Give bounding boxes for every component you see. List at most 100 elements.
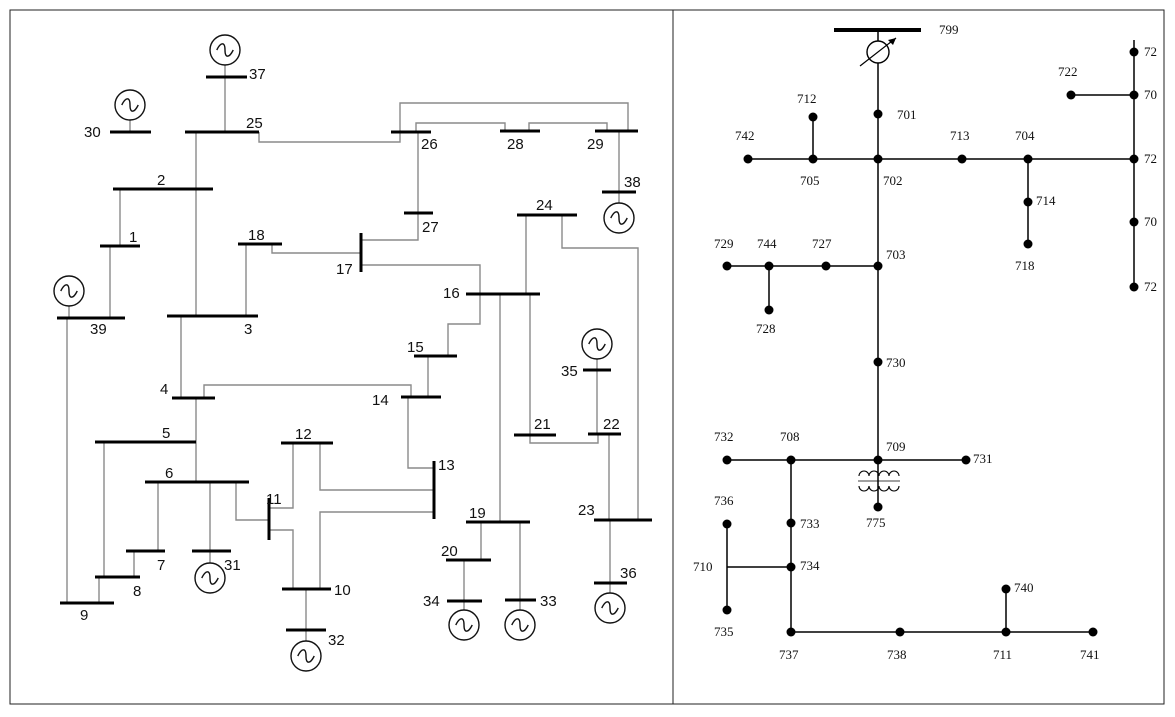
bus-2-label: 2 xyxy=(157,172,165,189)
bus-8-label: 8 xyxy=(133,583,141,600)
node-704-dot xyxy=(1023,154,1033,164)
node-705-dot xyxy=(808,154,818,164)
sine-wave-icon xyxy=(297,649,315,663)
bus-22-label: 22 xyxy=(603,416,620,433)
node-703-label: 703 xyxy=(886,247,906,262)
bus-10-label: 10 xyxy=(334,582,351,599)
sine-wave-icon xyxy=(121,98,139,112)
bus-7-label: 7 xyxy=(157,557,165,574)
bus-27-label: 27 xyxy=(422,219,439,236)
node-708-label: 708 xyxy=(780,429,800,444)
node-737-label: 737 xyxy=(779,647,799,662)
node-r1-label: 72 xyxy=(1144,44,1157,59)
node-701-label: 701 xyxy=(897,107,917,122)
arrowhead-icon xyxy=(888,38,896,45)
node-738-dot xyxy=(895,627,905,637)
node-r2-label: 70 xyxy=(1144,87,1157,102)
node-728-label: 728 xyxy=(756,321,776,336)
bus-1-label: 1 xyxy=(129,229,137,246)
node-722-label: 722 xyxy=(1058,64,1078,79)
sine-wave-icon xyxy=(455,618,473,632)
line-10-11 xyxy=(269,529,294,589)
node-727-label: 727 xyxy=(812,236,832,251)
bus-20-label: 20 xyxy=(441,543,458,560)
node-714-label: 714 xyxy=(1036,193,1056,208)
node-727-dot xyxy=(821,261,831,271)
node-r4-label: 70 xyxy=(1144,214,1157,229)
node-708-dot xyxy=(786,455,796,465)
node-741-label: 741 xyxy=(1080,647,1100,662)
node-733-dot xyxy=(786,518,796,528)
sine-wave-icon xyxy=(511,618,529,632)
node-703-dot xyxy=(873,261,883,271)
node-730-dot xyxy=(873,357,883,367)
node-731-dot xyxy=(961,455,971,465)
sine-wave-icon xyxy=(588,337,606,351)
sine-wave-icon xyxy=(60,284,78,298)
bus-6-label: 6 xyxy=(165,465,173,482)
node-r3-dot xyxy=(1129,154,1139,164)
node-737-dot xyxy=(786,627,796,637)
line-28-29 xyxy=(528,122,608,131)
bus-33-label: 33 xyxy=(540,593,557,610)
bus-26-label: 26 xyxy=(421,136,438,153)
node-730-label: 730 xyxy=(886,355,906,370)
node-775-dot xyxy=(873,502,883,512)
node-734-dot xyxy=(786,562,796,572)
bus-37-label: 37 xyxy=(249,66,266,83)
node-714-dot xyxy=(1023,197,1033,207)
node-742-label: 742 xyxy=(735,128,755,143)
line-15-16 xyxy=(447,294,481,356)
node-722-dot xyxy=(1066,90,1076,100)
line-13-14 xyxy=(407,397,434,469)
line-6-11 xyxy=(235,482,269,521)
line-12-13 xyxy=(319,443,434,491)
node-709-label: 709 xyxy=(886,439,906,454)
node-735-dot xyxy=(722,605,732,615)
bus-34-label: 34 xyxy=(423,593,440,610)
line-16-17 xyxy=(361,264,481,294)
node-738-label: 738 xyxy=(887,647,907,662)
node-713-dot xyxy=(957,154,967,164)
node-709-dot xyxy=(873,455,883,465)
ieee-37-node-feeder-diagram: 7997017027037047057087097107117127137147… xyxy=(693,22,1157,662)
bus-24-label: 24 xyxy=(536,197,553,214)
bus-16-label: 16 xyxy=(443,285,460,302)
node-705-label: 705 xyxy=(800,173,820,188)
node-734-label: 734 xyxy=(800,558,820,573)
node-741-dot xyxy=(1088,627,1098,637)
bus-5-label: 5 xyxy=(162,425,170,442)
bus-28-label: 28 xyxy=(507,136,524,153)
bus-32-label: 32 xyxy=(328,632,345,649)
transformer-icon xyxy=(858,470,900,492)
line-26-28 xyxy=(415,122,506,132)
bus-13-label: 13 xyxy=(438,457,455,474)
line-21-22 xyxy=(529,434,599,444)
node-r2-dot xyxy=(1129,90,1139,100)
bus-3-label: 3 xyxy=(244,321,252,338)
bus-23-label: 23 xyxy=(578,502,595,519)
node-732-dot xyxy=(722,455,732,465)
node-742-dot xyxy=(743,154,753,164)
line-23-24 xyxy=(561,215,639,520)
bus-11-label: 11 xyxy=(266,491,282,508)
node-733-label: 733 xyxy=(800,516,820,531)
bus-30-label: 30 xyxy=(84,124,101,141)
node-736-dot xyxy=(722,519,732,529)
bus-15-label: 15 xyxy=(407,339,424,356)
sine-wave-icon xyxy=(601,601,619,615)
node-736-label: 736 xyxy=(714,493,734,508)
node-729-dot xyxy=(722,261,732,271)
node-775-label: 775 xyxy=(866,515,886,530)
bus-38-label: 38 xyxy=(624,174,641,191)
node-702-label: 702 xyxy=(883,173,903,188)
node-712-dot xyxy=(808,112,818,122)
line-4-14 xyxy=(203,384,412,398)
line-17-18 xyxy=(271,244,361,254)
bus-31-label: 31 xyxy=(224,557,241,574)
sine-wave-icon xyxy=(610,211,628,225)
sine-wave-icon xyxy=(201,571,219,585)
line-25-26 xyxy=(258,132,401,143)
node-718-dot xyxy=(1023,239,1033,249)
